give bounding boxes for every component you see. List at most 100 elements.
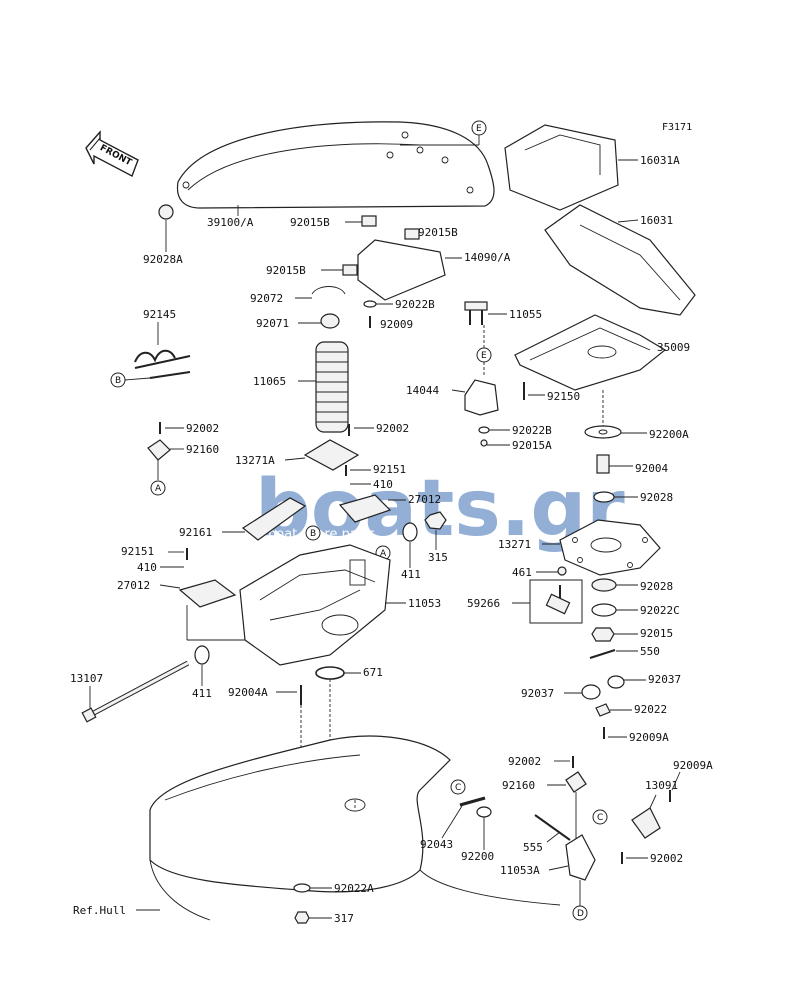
callout-411-2: 411 — [192, 687, 212, 700]
callout-92002-4: 92002 — [650, 852, 683, 865]
shaft-part — [81, 660, 190, 723]
ref-circle-A: A — [155, 484, 162, 494]
callout-92022B-2: 92022B — [512, 424, 552, 437]
callout-92015A: 92015A — [512, 439, 552, 452]
clamp-part-92037-2 — [581, 684, 601, 700]
callout-92002-3: 92002 — [508, 755, 541, 768]
callout-92160-1: 92160 — [186, 443, 219, 456]
callout-92015B-3: 92015B — [266, 264, 306, 277]
nut-part-92015 — [591, 627, 615, 642]
callout-92150: 92150 — [547, 390, 580, 403]
callout-14044: 14044 — [406, 384, 439, 397]
bellows-part — [315, 341, 349, 433]
ref-circle-C: C — [597, 813, 603, 823]
clamp-part — [147, 439, 171, 461]
callout-92004: 92004 — [635, 462, 668, 475]
callout-11053A: 11053A — [500, 864, 540, 877]
cotter-pin-part — [589, 649, 616, 659]
clamp-part-92037-1 — [607, 675, 625, 689]
callout-92009A-2: 92009A — [673, 759, 713, 772]
callout-92028-1: 92028 — [640, 491, 673, 504]
washer-part-92022C — [591, 603, 617, 617]
callout-14090: 14090/A — [464, 251, 511, 264]
callout-92028-2: 92028 — [640, 580, 673, 593]
figure-id: F3171 — [662, 122, 692, 133]
callout-92004A: 92004A — [228, 686, 268, 699]
hull-part — [149, 735, 561, 921]
callout-92200: 92200 — [461, 850, 494, 863]
washer-part — [363, 300, 377, 308]
callout-92200A: 92200A — [649, 428, 689, 441]
callout-92071: 92071 — [256, 317, 289, 330]
clip-part-92022 — [595, 703, 611, 717]
clip-part-2 — [404, 228, 420, 240]
callout-92002-1: 92002 — [186, 422, 219, 435]
clip-part-3 — [342, 264, 358, 276]
steering-bracket-part — [239, 544, 391, 666]
callout-92160-2: 92160 — [502, 779, 535, 792]
top-cover-part — [176, 121, 495, 209]
steering-base-part — [514, 314, 667, 391]
ref-circle-E-2: E — [481, 351, 487, 361]
bushing-part — [591, 578, 617, 592]
stud-part-92004 — [596, 454, 610, 474]
guard-part-upper — [504, 124, 619, 211]
callout-16031: 16031 — [640, 214, 673, 227]
callout-92151-1: 92151 — [373, 463, 406, 476]
callout-35009: 35009 — [657, 341, 690, 354]
bracket-part-1 — [338, 494, 392, 523]
mount-plate-part — [559, 519, 661, 576]
callout-11053: 11053 — [408, 597, 441, 610]
callout-92009-1: 92009 — [380, 318, 413, 331]
nut-part-317 — [294, 911, 310, 924]
nut-part — [424, 511, 447, 530]
watermark-subtext: boat spare parts — [268, 527, 375, 542]
ref-circle-D-2: D — [577, 909, 584, 919]
callout-550: 550 — [640, 645, 660, 658]
washer-part-411-2 — [194, 645, 210, 665]
handle-part — [241, 497, 307, 541]
ref-circle-B-2: B — [310, 529, 316, 539]
callout-92022B-1: 92022B — [395, 298, 435, 311]
callout-92145: 92145 — [143, 308, 176, 321]
callout-92151-2: 92151 — [121, 545, 154, 558]
callout-27012-1: 27012 — [408, 493, 441, 506]
pin-part-555 — [534, 814, 571, 841]
callout-317: 317 — [334, 912, 354, 925]
gasket-plate-part — [303, 439, 360, 471]
callout-92037-2: 92037 — [521, 687, 554, 700]
guard-part-lower — [544, 204, 696, 316]
callout-39100: 39100/A — [207, 216, 254, 229]
callout-92028A: 92028A — [143, 253, 183, 266]
callout-16031A: 16031A — [640, 154, 680, 167]
arm-part-11053A — [565, 834, 596, 881]
callout-92037-1: 92037 — [648, 673, 681, 686]
pin-part-92043 — [459, 796, 486, 807]
clamp-part-92160-2 — [565, 771, 587, 793]
callout-92002-2: 92002 — [376, 422, 409, 435]
callout-411-1: 411 — [401, 568, 421, 581]
washer-part-411 — [402, 522, 418, 542]
ref-circle-E: E — [476, 124, 482, 134]
callout-461: 461 — [512, 566, 532, 579]
grommet-part — [158, 204, 174, 220]
callout-92043: 92043 — [420, 838, 453, 851]
front-arrow-icon: FRONT — [85, 130, 139, 177]
callout-13091: 13091 — [645, 779, 678, 792]
callout-92009A-1: 92009A — [629, 731, 669, 744]
callout-13271: 13271 — [498, 538, 531, 551]
o-ring-part — [315, 666, 345, 680]
callout-13271A: 13271A — [235, 454, 275, 467]
callout-11055: 11055 — [509, 308, 542, 321]
latch-part — [464, 379, 499, 416]
callout-92161: 92161 — [179, 526, 212, 539]
callout-410-1: 410 — [373, 478, 393, 491]
callout-92072: 92072 — [250, 292, 283, 305]
spring-part — [134, 349, 191, 379]
ref-circle-B: B — [115, 376, 121, 386]
plate-part — [357, 239, 446, 301]
clip-part-1 — [361, 215, 377, 227]
callout-13107: 13107 — [70, 672, 103, 685]
callout-59266: 59266 — [467, 597, 500, 610]
